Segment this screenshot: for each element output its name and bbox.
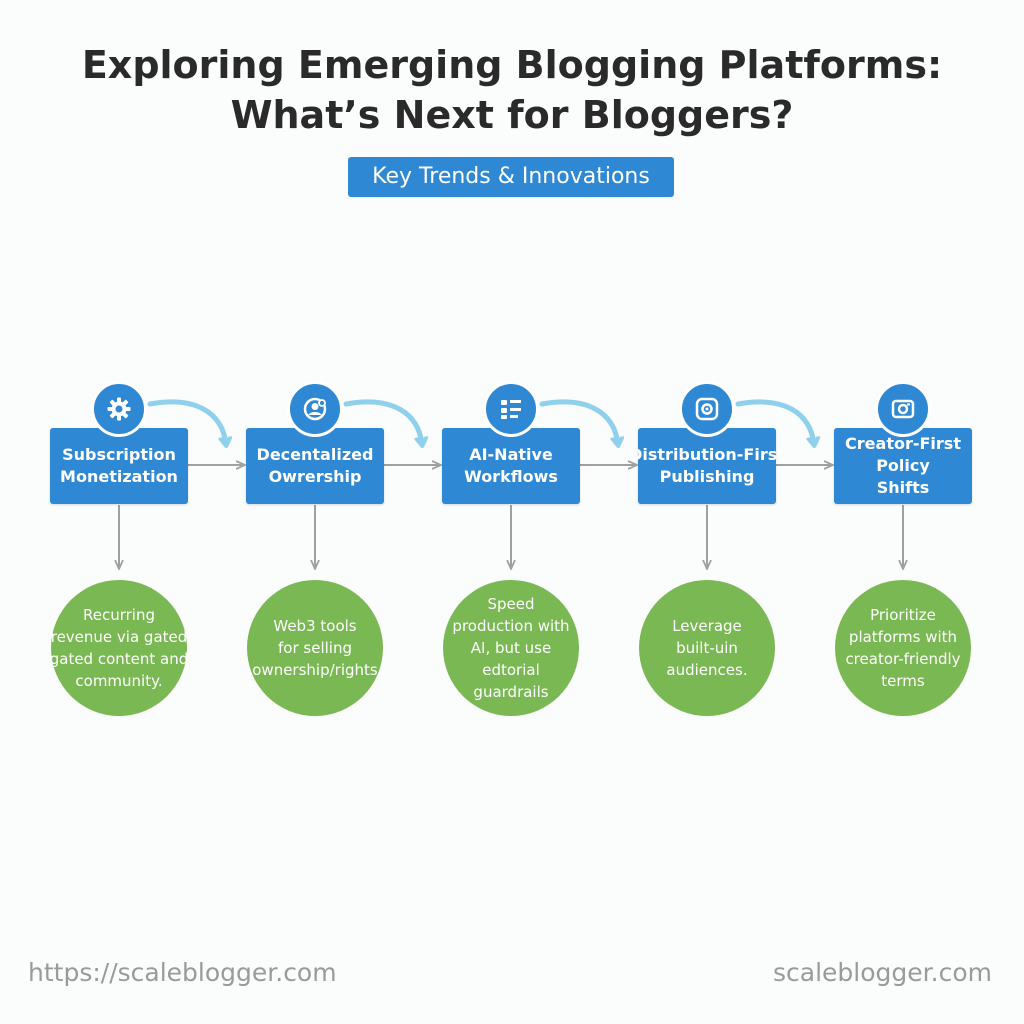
step-desc-line: for selling [278, 639, 352, 657]
step-desc-line: platforms with [848, 628, 958, 646]
step-box-decentralized-ownership: Decentalized Owrership [246, 428, 384, 504]
step-desc-line: edtorial [482, 661, 540, 679]
workflow-list-icon [483, 381, 539, 437]
flow-arrow-3 [539, 399, 618, 444]
step-box-subscription-monetization: Subscription Monetization [50, 428, 188, 504]
step-label-line: Monetization [60, 467, 178, 486]
title-line-1: Exploring Emerging Blogging Platforms: [81, 43, 943, 87]
step-box-distribution-first-publishing: Distribution-First Publishing [629, 428, 785, 504]
flow-arrow-2 [343, 399, 422, 444]
step-desc-line: community. [75, 672, 163, 690]
step-desc-line: Leverage [672, 617, 742, 635]
step-desc-line: Prioritize [870, 606, 936, 624]
step-label-line: Distribution-First [629, 445, 785, 464]
step-desc-line: terms [881, 672, 925, 690]
step-desc-subscription-monetization: Recurring revenue via gated gated conten… [49, 580, 189, 716]
step-label-line: Policy [876, 456, 930, 475]
step-desc-decentralized-ownership: Web3 tools for selling ownership/rights [247, 580, 383, 716]
step-label-line: AI-Native [469, 445, 553, 464]
step-desc-line: Recurring [83, 606, 155, 624]
step-desc-distribution-first-publishing: Leverage built-uin audiences. [639, 580, 775, 716]
step-desc-line: creator-friendly [845, 650, 961, 668]
step-label-line: Decentalized [256, 445, 374, 464]
step-box-ai-native-workflows: AI-Native Workflows [442, 428, 580, 504]
step-label-line: Workflows [464, 467, 558, 486]
camera-icon [875, 381, 931, 437]
step-desc-line: Speed [487, 595, 535, 613]
step-desc-line: revenue via gated [50, 628, 188, 646]
step-desc-ai-native-workflows: Speed production with AI, but use edtori… [443, 580, 579, 716]
title-line-2: What’s Next for Bloggers? [230, 93, 794, 137]
step-desc-creator-first-policy-shifts: Prioritize platforms with creator-friend… [835, 580, 971, 716]
step-desc-line: Web3 tools [273, 617, 357, 635]
step-desc-line: built-uin [676, 639, 738, 657]
step-label-line: Subscription [62, 445, 176, 464]
step-desc-line: audiences. [666, 661, 748, 679]
step-box-creator-first-policy-shifts: Creator-First Policy Shifts [834, 428, 972, 504]
step-label-line: Owrership [268, 467, 362, 486]
gear-icon [91, 381, 147, 437]
camera-target-icon [679, 381, 735, 437]
step-label-line: Publishing [659, 467, 755, 486]
step-label-line: Creator-First [845, 434, 961, 453]
step-label-line: Shifts [876, 478, 930, 497]
step-desc-line: guardrails [473, 683, 549, 701]
step-desc-line: ownership/rights [252, 661, 378, 679]
trends-badge: Key Trends & Innovations [348, 157, 674, 197]
step-desc-line: AI, but use [470, 639, 552, 657]
flow-arrow-4 [735, 399, 814, 444]
ownership-icon [287, 381, 343, 437]
flow-arrow-1 [147, 399, 226, 444]
step-desc-line: gated content and [49, 650, 189, 668]
footer-url-left: https://scaleblogger.com [28, 958, 337, 987]
step-desc-line: production with [452, 617, 570, 635]
footer-url-right: scaleblogger.com [773, 958, 992, 987]
page-title: Exploring Emerging Blogging Platforms: W… [0, 40, 1024, 140]
